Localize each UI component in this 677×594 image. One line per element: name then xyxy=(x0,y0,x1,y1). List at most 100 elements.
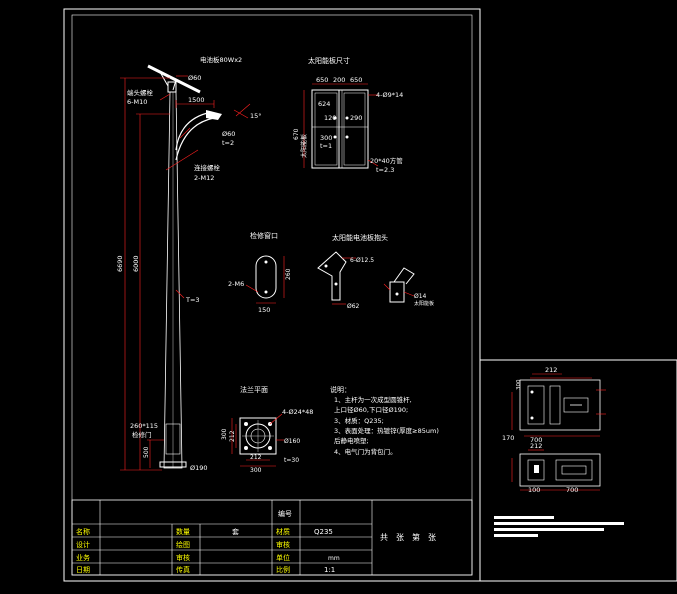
side-dim-top2: 300 xyxy=(516,379,522,390)
wall-thickness: T=3 xyxy=(185,296,200,304)
tb-r0-c5: Q235 xyxy=(314,528,333,536)
bracket-shape-1 xyxy=(317,251,347,301)
bracket-diameter: Ø62 xyxy=(347,303,360,310)
panel-tube-t: t=2.3 xyxy=(376,166,394,174)
door-width: 150 xyxy=(258,306,270,314)
side-dim-bottom2: 100 xyxy=(528,486,540,494)
tb-r2-c2: 审核 xyxy=(176,553,190,562)
door-window-shape xyxy=(255,255,277,299)
door-label: 检修门 xyxy=(132,430,152,439)
tb-r1-c2: 绘图 xyxy=(176,540,190,549)
tb-r0-c2: 数量 xyxy=(176,527,190,536)
panel-tube: 20*40方管 xyxy=(370,156,403,165)
flange-plate xyxy=(239,417,277,455)
side-dim-bottom3: 700 xyxy=(566,486,578,494)
bracket-title: 太阳能电池板抱头 xyxy=(332,233,388,242)
side-dim-bottom1: 700 xyxy=(530,436,542,444)
notes-block: 说明： 1、主杆为一次成型圆锥杆, 上口径Ø60,下口径Ø190; 3、材质：Q… xyxy=(330,385,439,456)
tb-r3-c5: 1:1 xyxy=(324,566,335,574)
base-diameter: Ø190 xyxy=(190,464,208,472)
panel-title: 太阳能板尺寸 xyxy=(308,56,350,65)
door-offset: 500 xyxy=(143,446,150,458)
flange-d2: 212 xyxy=(229,430,236,442)
door-title: 检修窗口 xyxy=(250,231,278,240)
panel-detail: 太阳能板尺寸 650 200 650 624 120 290 300 t=1 4… xyxy=(293,56,403,174)
cabinet-front-view xyxy=(519,453,601,487)
arm-thickness: t=2 xyxy=(222,139,234,147)
panel-label: 电池板80Wx2 xyxy=(200,55,242,64)
panel-d4: 300 xyxy=(320,134,332,142)
panel-left-dim: 670 xyxy=(293,128,300,140)
tb-r1-c0: 设计 xyxy=(76,540,90,549)
note-line-2: 上口径Ø60,下口径Ø190; xyxy=(334,405,408,414)
door-height: 260 xyxy=(285,268,292,280)
panel-w3: 650 xyxy=(350,76,362,84)
flange-detail: 法兰平面 4-Ø24*48 300 212 212 300 Ø160 t=30 xyxy=(221,385,313,474)
lamp-head xyxy=(206,110,222,120)
arm-length: 1500 xyxy=(188,96,205,104)
note-line-1: 1、主杆为一次成型圆锥杆, xyxy=(334,395,412,404)
title-top-label: 编号 xyxy=(278,509,292,518)
notes-title: 说明： xyxy=(330,385,351,394)
side-note-bar xyxy=(494,528,604,531)
tb-r2-c0: 业务 xyxy=(76,553,90,562)
note-line-5: 后静电喷塑; xyxy=(334,436,369,445)
bolt-spec: 6-M10 xyxy=(127,98,147,106)
tb-r1-c4: 审核 xyxy=(276,540,290,549)
side-note-bar xyxy=(494,534,538,537)
bracket-detail: 太阳能电池板抱头 6-Ø12.5 Ø62 Ø14 太阳能板 xyxy=(317,233,434,310)
panel-left-note: 太阳能板 xyxy=(300,134,308,158)
title-block: 编号 共 张 第 张 名称 数量 套 材质 Q235 设计 绘图 审核 业务 审… xyxy=(71,499,473,576)
solar-panel-shape xyxy=(147,64,201,94)
note-line-3: 3、材质：Q235; xyxy=(334,416,384,425)
arm-diameter: Ø60 xyxy=(222,130,235,138)
pole-body xyxy=(163,91,183,469)
tb-r2-c5: mm xyxy=(328,555,340,562)
door-bolt: 2-M6 xyxy=(228,280,244,288)
flange-d1: 300 xyxy=(221,428,228,440)
flange-title: 法兰平面 xyxy=(240,385,268,394)
bracket-holes: 6-Ø12.5 xyxy=(350,257,374,264)
flange-w2: 300 xyxy=(250,467,262,474)
side-dim-left1: 170 xyxy=(502,434,514,442)
panel-t1: t=1 xyxy=(320,142,332,150)
door-detail: 检修窗口 2-M6 260 150 xyxy=(228,231,292,314)
panel-w1: 650 xyxy=(316,76,328,84)
door-size: 260*115 xyxy=(130,422,158,430)
tb-r2-c4: 单位 xyxy=(276,553,290,562)
tb-r3-c2: 传真 xyxy=(176,565,190,574)
tb-r3-c0: 日期 xyxy=(76,566,90,574)
side-note-bar xyxy=(494,516,554,519)
tilt-angle: 15° xyxy=(250,112,262,120)
side-note-bar xyxy=(494,522,624,525)
door-outline xyxy=(165,423,181,455)
panel-d1: 624 xyxy=(318,100,330,108)
plate-note: 连接螺栓 xyxy=(194,163,221,172)
note-line-6: 4、电气门为背包门。 xyxy=(334,447,397,456)
panel-d3: 290 xyxy=(350,114,362,122)
bracket-shape-2 xyxy=(389,281,405,303)
pole-elevation: 电池板80Wx2 Ø60 端头螺栓 6-M10 1500 Ø60 t=2 15°… xyxy=(116,55,262,472)
tb-r0-c3: 套 xyxy=(232,527,239,536)
flange-hole: 4-Ø24*48 xyxy=(282,408,313,416)
panel-frame xyxy=(311,89,369,169)
note-line-4: 3、表面处理：热镀锌(厚度≥85um) xyxy=(334,426,439,435)
tb-r0-c0: 名称 xyxy=(76,527,90,536)
top-diameter: Ø60 xyxy=(188,74,201,82)
bolt-note: 端头螺栓 xyxy=(127,88,154,97)
flange-w1: 212 xyxy=(250,454,262,461)
side-dim-top3: 212 xyxy=(530,442,542,450)
tb-r3-c4: 比例 xyxy=(276,565,290,574)
title-right-text: 共 张 第 张 xyxy=(380,532,436,542)
panel-w2: 200 xyxy=(333,76,345,84)
plate-spec: 2-M12 xyxy=(194,174,214,182)
bracket-rod-note: 太阳能板 xyxy=(414,300,434,307)
flange-dia: Ø160 xyxy=(284,438,300,445)
side-panel-border xyxy=(479,359,677,582)
pole-height: 6000 xyxy=(132,255,140,272)
side-dim-top1: 212 xyxy=(545,366,557,374)
panel-d2: 120 xyxy=(324,114,336,122)
total-height: 6690 xyxy=(116,255,124,272)
panel-hole: 4-Ø9*14 xyxy=(376,91,403,99)
